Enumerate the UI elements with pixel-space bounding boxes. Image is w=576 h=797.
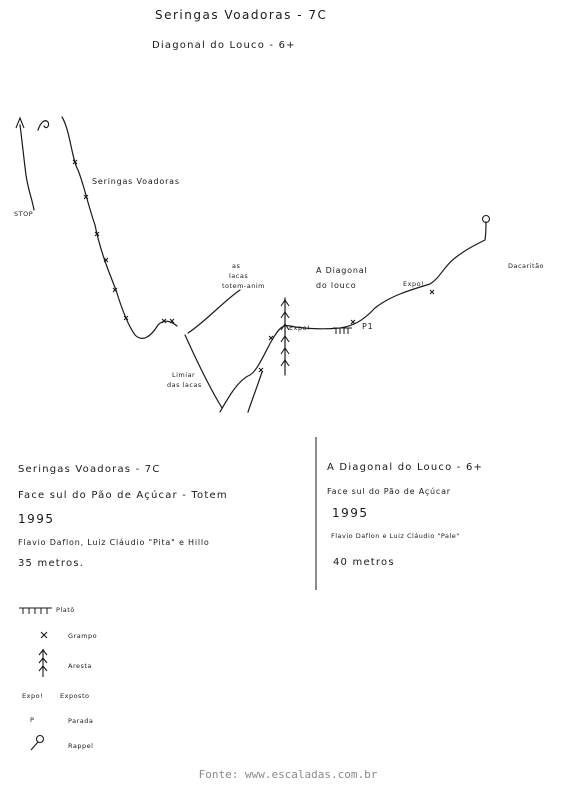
rappel-ring-diagonal xyxy=(481,214,491,224)
rappel-icon xyxy=(30,734,45,751)
legend-label-exposto: Exposto xyxy=(60,692,90,700)
label-p1: P1 xyxy=(362,322,374,331)
label-limiar-2: das lacas xyxy=(167,381,202,389)
legend-label-parada: Parada xyxy=(68,717,94,725)
left-route-authors: Flavio Daflon, Luiz Cláudio "Pita" e Hil… xyxy=(18,538,210,547)
legend-label-aresta: Aresta xyxy=(68,662,92,670)
platform-icon xyxy=(19,607,52,614)
top-curl xyxy=(37,120,50,131)
right-route-length: 40 metros xyxy=(333,557,395,568)
left-route-face: Face sul do Pão de Açúcar - Totem xyxy=(18,490,228,501)
arete-icon xyxy=(38,649,48,677)
label-diagonal-1: A Diagonal xyxy=(316,266,368,275)
topo-subtitle: Diagonal do Louco - 6+ xyxy=(152,40,296,51)
right-route-year: 1995 xyxy=(332,506,369,520)
route-diagonal-line xyxy=(219,221,487,413)
label-as-lacas-3: totem-anim xyxy=(222,282,265,290)
source-footer: Fonte: www.escaladas.com.br xyxy=(198,768,378,781)
label-as-lacas-2: lacas xyxy=(229,272,249,280)
p1-platform xyxy=(333,327,352,334)
right-route-face: Face sul do Pão de Açúcar xyxy=(327,487,451,496)
exposed-icon: Expo! xyxy=(22,692,44,700)
label-as-lacas-1: as xyxy=(232,262,241,270)
label-descritao: Dacaritão xyxy=(508,262,545,270)
label-diagonal-2: do louco xyxy=(316,281,357,290)
left-route-name: Seringas Voadoras - 7C xyxy=(18,464,161,475)
right-route-name: A Diagonal do Louco - 6+ xyxy=(327,462,484,473)
limiar-pointer xyxy=(184,334,223,409)
label-seringas: Seringas Voadoras xyxy=(92,177,180,186)
bolt-icon xyxy=(40,631,48,639)
label-expo-upper: Expo! xyxy=(403,280,425,288)
lacas-pointer xyxy=(187,289,241,334)
legend-label-grampo: Grampo xyxy=(68,632,98,640)
rappel-line xyxy=(19,124,35,211)
lower-line xyxy=(247,371,263,413)
left-route-year: 1995 xyxy=(18,512,55,526)
arete-chevrons xyxy=(280,299,290,367)
right-route-authors: Flavio Daflon e Luiz Cláudio "Pale" xyxy=(331,532,460,540)
left-route-length: 35 metros. xyxy=(18,558,85,569)
label-limiar-1: Limiar xyxy=(172,371,196,379)
legend-label-rappel: Rappel xyxy=(68,742,94,750)
belay-icon: P xyxy=(30,716,35,724)
label-stop: STOP xyxy=(14,210,34,218)
route-seringas-line xyxy=(61,116,178,339)
bolt-marks xyxy=(72,159,435,373)
stop-arrow xyxy=(15,116,25,129)
label-expo-lower: Expo! xyxy=(289,324,311,332)
legend-label-plato: Platô xyxy=(56,606,75,614)
topo-title: Seringas Voadoras - 7C xyxy=(155,8,328,22)
